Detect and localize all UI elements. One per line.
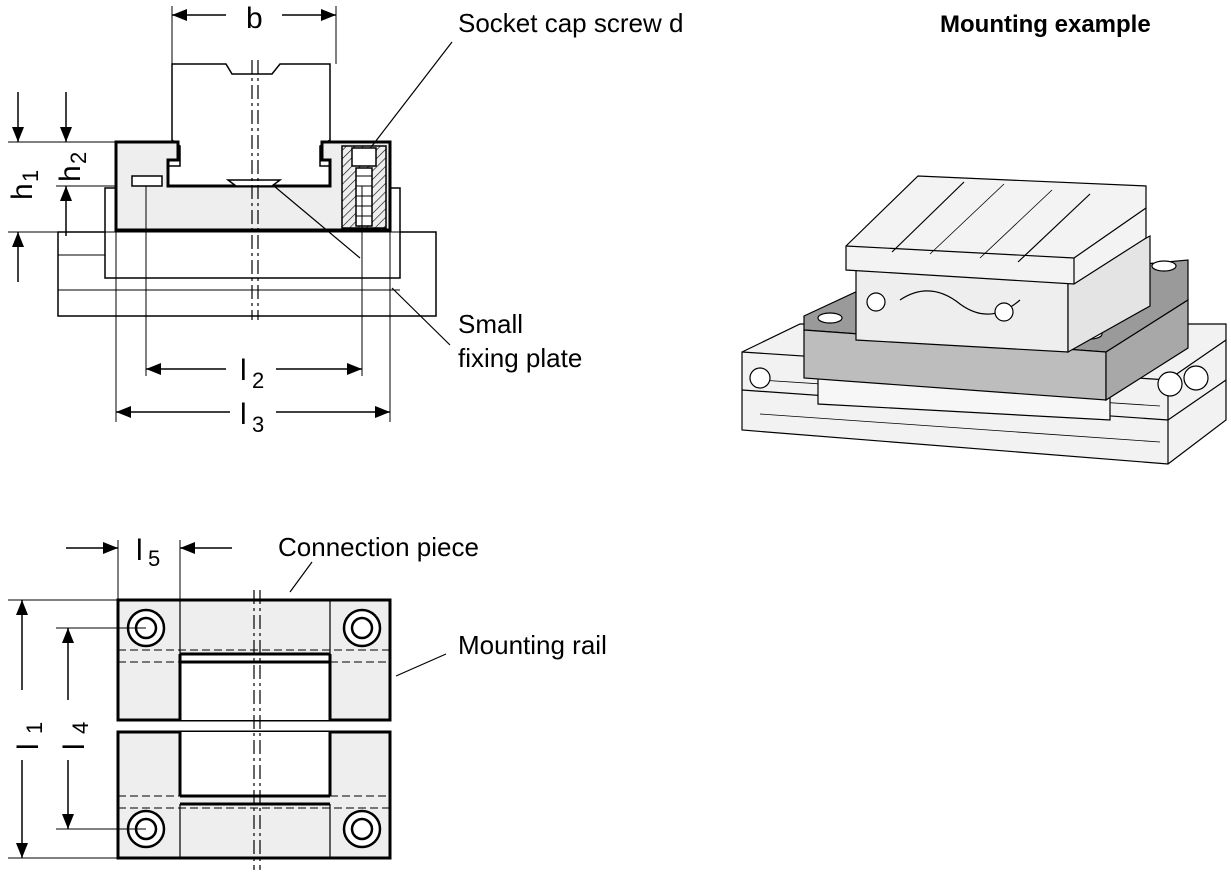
dim-l5-label: l — [136, 534, 143, 567]
mounting-hole — [342, 608, 382, 648]
dim-h1-label: h — [6, 183, 39, 200]
mounting-hole — [342, 809, 382, 849]
dim-l5-sub: 5 — [148, 546, 160, 571]
mounting-example-illustration — [741, 175, 1227, 465]
dim-l3-label: l — [240, 398, 247, 431]
dim-h1-sub: 1 — [18, 170, 43, 182]
connection-piece-callout: Connection piece — [278, 532, 479, 562]
dim-l2-label: l — [240, 354, 247, 387]
dim-h2-sub: 2 — [66, 152, 91, 164]
dim-l4-sub: 4 — [68, 722, 93, 734]
top-view — [8, 540, 447, 870]
side-view — [8, 6, 453, 422]
small-plate-callout-line1: Small — [458, 309, 523, 339]
dim-b-label: b — [246, 2, 263, 35]
dim-l1-sub: 1 — [22, 722, 47, 734]
dim-h2-label: h — [54, 165, 87, 182]
dim-l3-sub: 3 — [252, 412, 264, 437]
mounting-example-title: Mounting example — [940, 11, 1151, 38]
dim-l4-label: l — [58, 743, 91, 750]
mounting-rail-callout: Mounting rail — [458, 630, 607, 660]
screw-callout: Socket cap screw d — [458, 8, 683, 38]
dim-l2-sub: 2 — [252, 368, 264, 393]
small-plate-callout-line2: fixing plate — [458, 343, 582, 373]
dim-l1-label: l — [12, 743, 45, 750]
